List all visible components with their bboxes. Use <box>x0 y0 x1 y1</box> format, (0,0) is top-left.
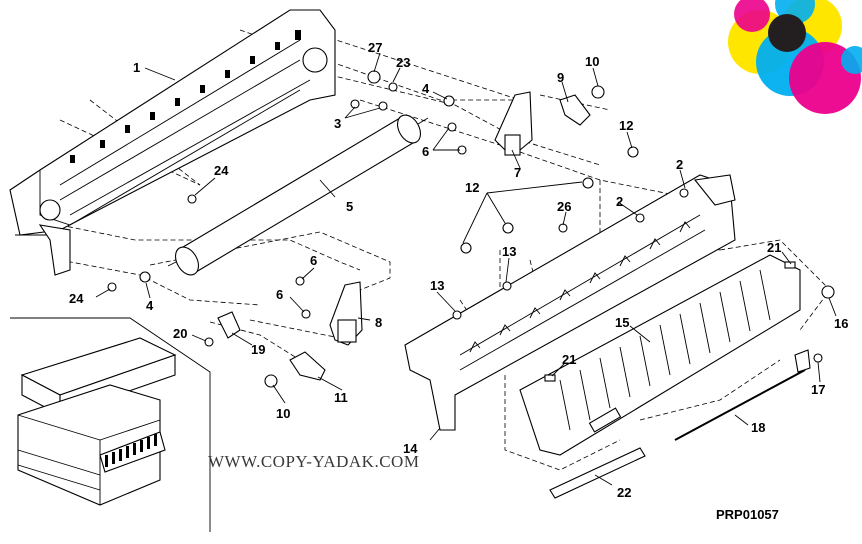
part-14-guide-frame <box>404 174 736 431</box>
callout-12-left: 12 <box>465 180 479 195</box>
part-5-roller <box>167 114 429 276</box>
callout-8: 8 <box>375 315 382 330</box>
callout-14: 14 <box>403 441 418 456</box>
callout-10-bottom: 10 <box>276 406 290 421</box>
part-8-bracket <box>329 281 363 346</box>
part-1-duplex-frame <box>9 9 336 276</box>
callout-5: 5 <box>346 199 353 214</box>
callout-1: 1 <box>133 60 140 75</box>
callout-3: 3 <box>334 116 341 131</box>
part-15-feed-guide <box>519 254 801 456</box>
callout-2-top: 2 <box>676 157 683 172</box>
callout-26: 26 <box>557 199 571 214</box>
callout-24-top: 24 <box>214 163 229 178</box>
callout-4-bottom: 4 <box>146 298 154 313</box>
callout-6-top: 6 <box>422 144 429 159</box>
callout-21-left: 21 <box>562 352 576 367</box>
callout-17: 17 <box>811 382 825 397</box>
callout-4-top: 4 <box>422 81 430 96</box>
inset-copier-view <box>10 317 211 532</box>
callout-16: 16 <box>834 316 848 331</box>
callout-13-lower: 13 <box>430 278 444 293</box>
part-11-clip <box>289 351 326 381</box>
part-19-clip <box>217 311 241 339</box>
cmyk-logo <box>728 0 862 114</box>
part-18-shaft <box>674 349 811 441</box>
watermark-text: WWW.COPY-YADAK.COM <box>208 452 420 471</box>
part-9-clip <box>559 94 591 126</box>
callout-2-mid: 2 <box>616 194 623 209</box>
callout-22: 22 <box>617 485 631 500</box>
callout-20: 20 <box>173 326 187 341</box>
reference-code: PRP01057 <box>716 507 779 522</box>
callout-27: 27 <box>368 40 382 55</box>
callout-6-low: 6 <box>276 287 283 302</box>
callout-19: 19 <box>251 342 265 357</box>
callout-6-mid: 6 <box>310 253 317 268</box>
callout-18: 18 <box>751 420 765 435</box>
callout-23: 23 <box>396 55 410 70</box>
part-7-bracket <box>494 91 533 156</box>
part-22-strip <box>549 447 646 499</box>
callout-9: 9 <box>557 70 564 85</box>
callout-21-right: 21 <box>767 240 781 255</box>
fasteners <box>107 70 835 388</box>
callout-11: 11 <box>334 390 348 405</box>
callout-13-upper: 13 <box>502 244 516 259</box>
callout-12-right: 12 <box>619 118 633 133</box>
callout-24-bottom: 24 <box>69 291 84 306</box>
leader-lines <box>95 52 837 486</box>
callout-7: 7 <box>514 165 521 180</box>
callout-15: 15 <box>615 315 629 330</box>
callout-labels: 1 27 23 3 4 6 7 9 10 12 2 2 24 5 12 26 1… <box>69 40 848 500</box>
callout-10-top: 10 <box>585 54 599 69</box>
